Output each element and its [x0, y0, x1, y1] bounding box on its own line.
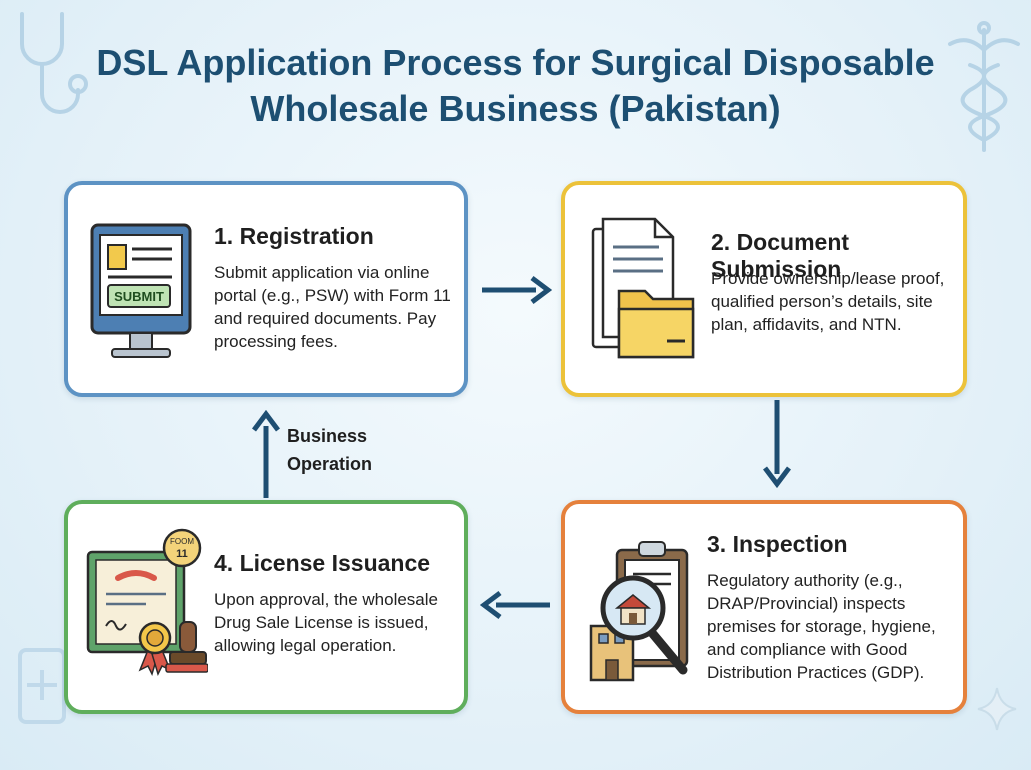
stethoscope-icon: [20, 12, 88, 114]
seal-number: 11: [176, 548, 188, 560]
step-inspection-card: 3. Inspection Regulatory authority (e.g.…: [561, 500, 967, 714]
step-description: Regulatory authority (e.g., DRAP/Provinc…: [707, 571, 936, 682]
certificate-stamp-icon: FOOM 11: [86, 528, 208, 677]
step-registration-card: SUBMIT 1. Registration Submit applicatio…: [64, 181, 468, 397]
step-description: Submit application via online portal (e.…: [214, 263, 451, 351]
step-heading: 4. License Issuance: [214, 550, 431, 576]
submit-label: SUBMIT: [114, 289, 164, 304]
caduceus-icon: [948, 21, 1020, 152]
business-operation-label: Business Operation: [287, 422, 372, 478]
step-heading: 1. Registration: [214, 223, 374, 249]
step-heading: 3. Inspection: [707, 531, 848, 557]
magnifier-building-icon: [589, 541, 689, 682]
loop-label-line-2: Operation: [287, 454, 373, 474]
step-document-submission-card: 2. Document Submission Provide ownership…: [561, 181, 967, 397]
medical-clipboard-icon: [18, 648, 66, 724]
arrow-right-icon: [482, 276, 552, 304]
arrow-up-icon: [252, 410, 280, 498]
page-title: DSL Application Process for Surgical Dis…: [0, 40, 1031, 132]
step-description: Upon approval, the wholesale Drug Sale L…: [214, 590, 438, 655]
computer-monitor-icon: SUBMIT: [90, 223, 192, 358]
arrow-left-icon: [480, 591, 550, 619]
step-description: Provide ownership/lease proof, qualified…: [711, 269, 945, 334]
title-line-1: DSL Application Process for Surgical Dis…: [96, 42, 935, 83]
arrow-down-icon: [763, 400, 791, 489]
loop-label-line-1: Business: [287, 426, 368, 446]
step-license-issuance-card: FOOM 11 4. License Issuance Upon approva…: [64, 500, 468, 714]
step-heading: 2. Document Submission: [711, 229, 850, 282]
sparkle-icon: [977, 687, 1017, 731]
documents-folder-icon: [591, 217, 695, 359]
seal-label: FOOM: [170, 537, 194, 546]
title-line-2: Wholesale Business (Pakistan): [250, 88, 781, 129]
